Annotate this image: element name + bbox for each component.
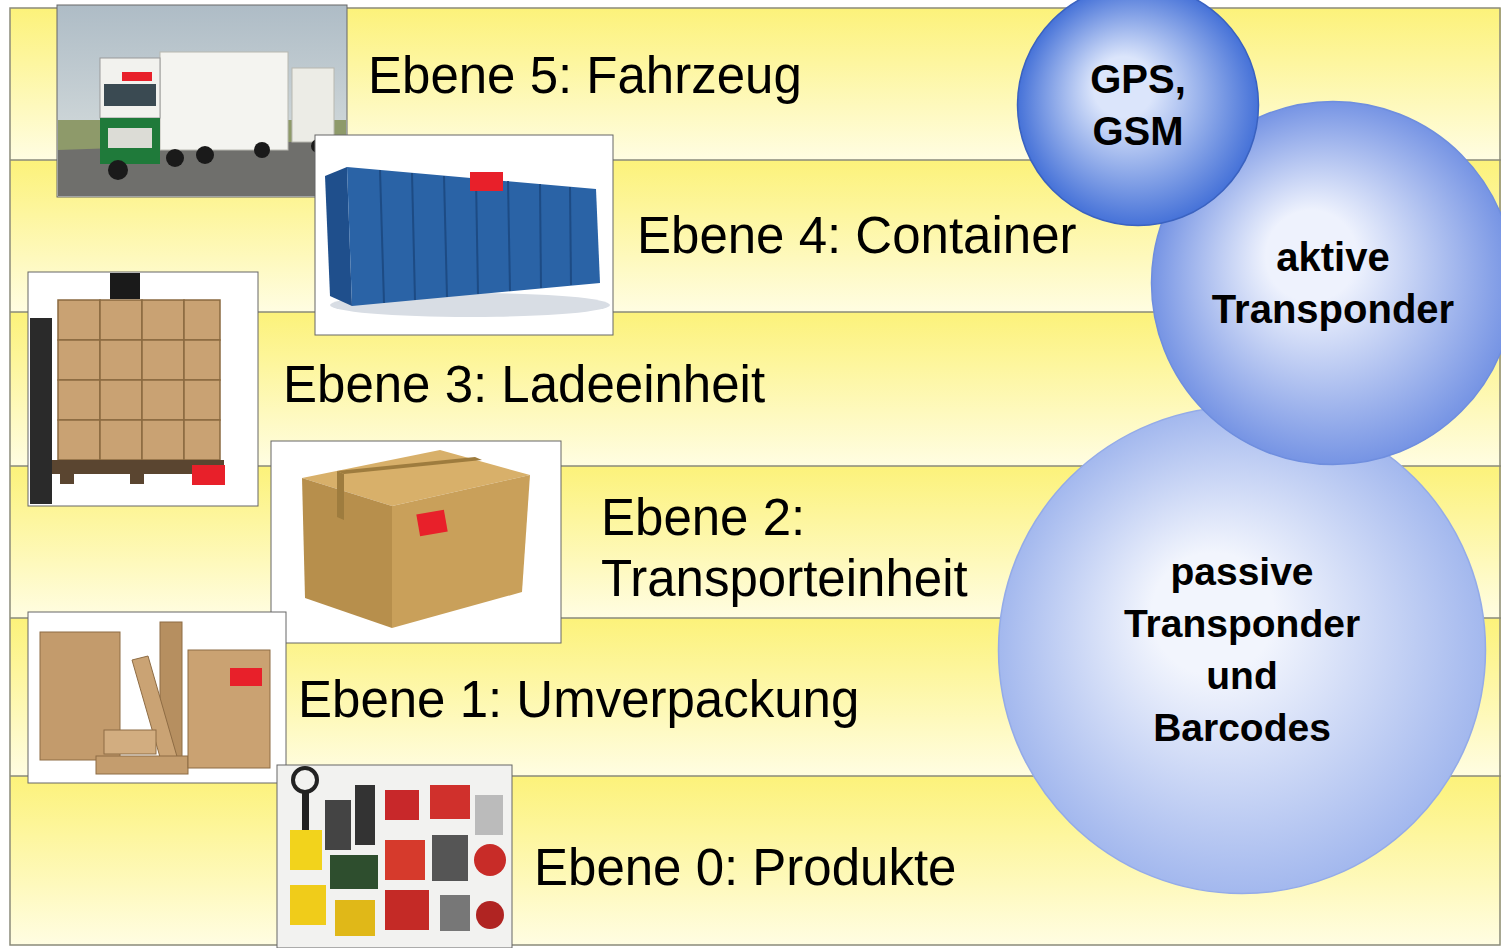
circle-outline <box>999 407 1486 894</box>
illustration-part <box>58 340 100 380</box>
illustration-part <box>28 272 258 506</box>
illustration-part <box>271 441 561 643</box>
illustration-part <box>347 167 600 306</box>
illustration-part <box>475 795 503 835</box>
illustration-part <box>385 840 425 880</box>
level-label: Ebene 5: Fahrzeug <box>368 46 802 105</box>
illustration-part <box>385 890 429 930</box>
illustration-part <box>432 835 468 881</box>
illustration-part <box>188 650 270 768</box>
illustration-part <box>96 756 188 774</box>
illustration-part <box>58 300 100 340</box>
circle-label: GPS, GSM <box>1058 53 1218 157</box>
circle-text-area: GPS, GSM <box>1016 0 1260 227</box>
illustration-part <box>196 146 214 164</box>
technology-circle: passive Transponder und Barcodes <box>997 405 1487 895</box>
illustration-part <box>100 58 160 118</box>
illustration-part <box>330 855 378 889</box>
illustration-part <box>184 420 220 460</box>
illustration-part <box>337 457 482 474</box>
illustration-part <box>166 149 184 167</box>
illustration-part <box>58 420 100 460</box>
level-label: Ebene 3: Ladeeinheit <box>283 355 765 414</box>
illustration-part <box>100 380 142 420</box>
illustration-part <box>110 273 140 299</box>
illustration-part <box>142 380 184 420</box>
illustration-part <box>277 765 512 948</box>
circle-label: passive Transponder und Barcodes <box>1117 546 1367 754</box>
illustration-part <box>470 172 503 191</box>
illustration-part <box>302 478 392 628</box>
illustration-part <box>108 128 152 148</box>
illustration-part <box>30 318 52 504</box>
illustration-part <box>184 340 220 380</box>
container-picture <box>315 135 613 335</box>
illustration-part <box>476 179 478 294</box>
illustration-part <box>28 612 286 783</box>
circle-label: aktive Transponder <box>1183 231 1483 335</box>
illustration-part <box>108 160 128 180</box>
illustration-part <box>337 471 344 520</box>
illustration-part <box>385 790 419 820</box>
illustration-part <box>570 187 571 285</box>
illustration-part <box>355 785 375 845</box>
illustration-part <box>380 170 571 303</box>
illustration-part <box>476 901 504 929</box>
illustration-part <box>58 380 100 420</box>
illustration-part <box>104 730 156 754</box>
illustration-part <box>416 510 447 537</box>
circle-text-area: passive Transponder und Barcodes <box>997 405 1487 895</box>
illustration-part <box>430 785 470 819</box>
level-label: Ebene 0: Produkte <box>534 838 956 897</box>
illustration-part <box>440 895 470 931</box>
illustration-part <box>290 885 326 925</box>
illustration-part <box>100 300 142 340</box>
illustration-part <box>230 668 262 686</box>
technology-circle: GPS, GSM <box>1016 0 1260 227</box>
carton-picture <box>271 441 561 643</box>
illustration-part <box>184 300 220 340</box>
illustration-part <box>335 900 375 936</box>
illustration-part <box>474 844 506 876</box>
illustration-part <box>100 420 142 460</box>
level-label: Ebene 2: Transporteinheit <box>601 487 1021 609</box>
illustration-part <box>254 142 270 158</box>
illustration-part <box>122 72 152 81</box>
illustration-part <box>412 173 415 300</box>
illustration-part <box>540 184 541 288</box>
illustration-part <box>292 68 334 142</box>
illustration-part <box>160 52 288 150</box>
illustration-part <box>142 300 184 340</box>
illustration-part <box>392 475 530 628</box>
circle-outline <box>1152 102 1501 465</box>
illustration-part <box>58 300 220 460</box>
circle-shape <box>997 405 1487 895</box>
illustration-part <box>184 380 220 420</box>
illustration-part <box>293 768 317 792</box>
illustration-part <box>142 420 184 460</box>
pallet-picture <box>28 272 258 506</box>
illustration-part <box>508 181 510 291</box>
illustration-part <box>325 800 351 850</box>
level-label: Ebene 4: Container <box>637 206 1076 265</box>
illustration-part <box>60 474 74 484</box>
illustration-part <box>315 135 613 335</box>
level-label: Ebene 1: Umverpackung <box>298 670 859 729</box>
illustration-part <box>142 340 184 380</box>
products-picture <box>277 765 512 948</box>
truck-picture <box>57 5 347 197</box>
illustration-part <box>380 170 384 303</box>
illustration-part <box>57 5 347 197</box>
illustration-part <box>100 340 142 380</box>
illustration-part <box>104 84 156 106</box>
illustration-part <box>302 790 309 830</box>
illustration-part <box>444 176 447 297</box>
illustration-part <box>192 465 225 485</box>
illustration-part <box>290 830 322 870</box>
illustration-part <box>130 474 144 484</box>
illustration-part <box>100 118 160 164</box>
circle-outline <box>1018 0 1259 226</box>
cartons-picture <box>28 612 286 783</box>
